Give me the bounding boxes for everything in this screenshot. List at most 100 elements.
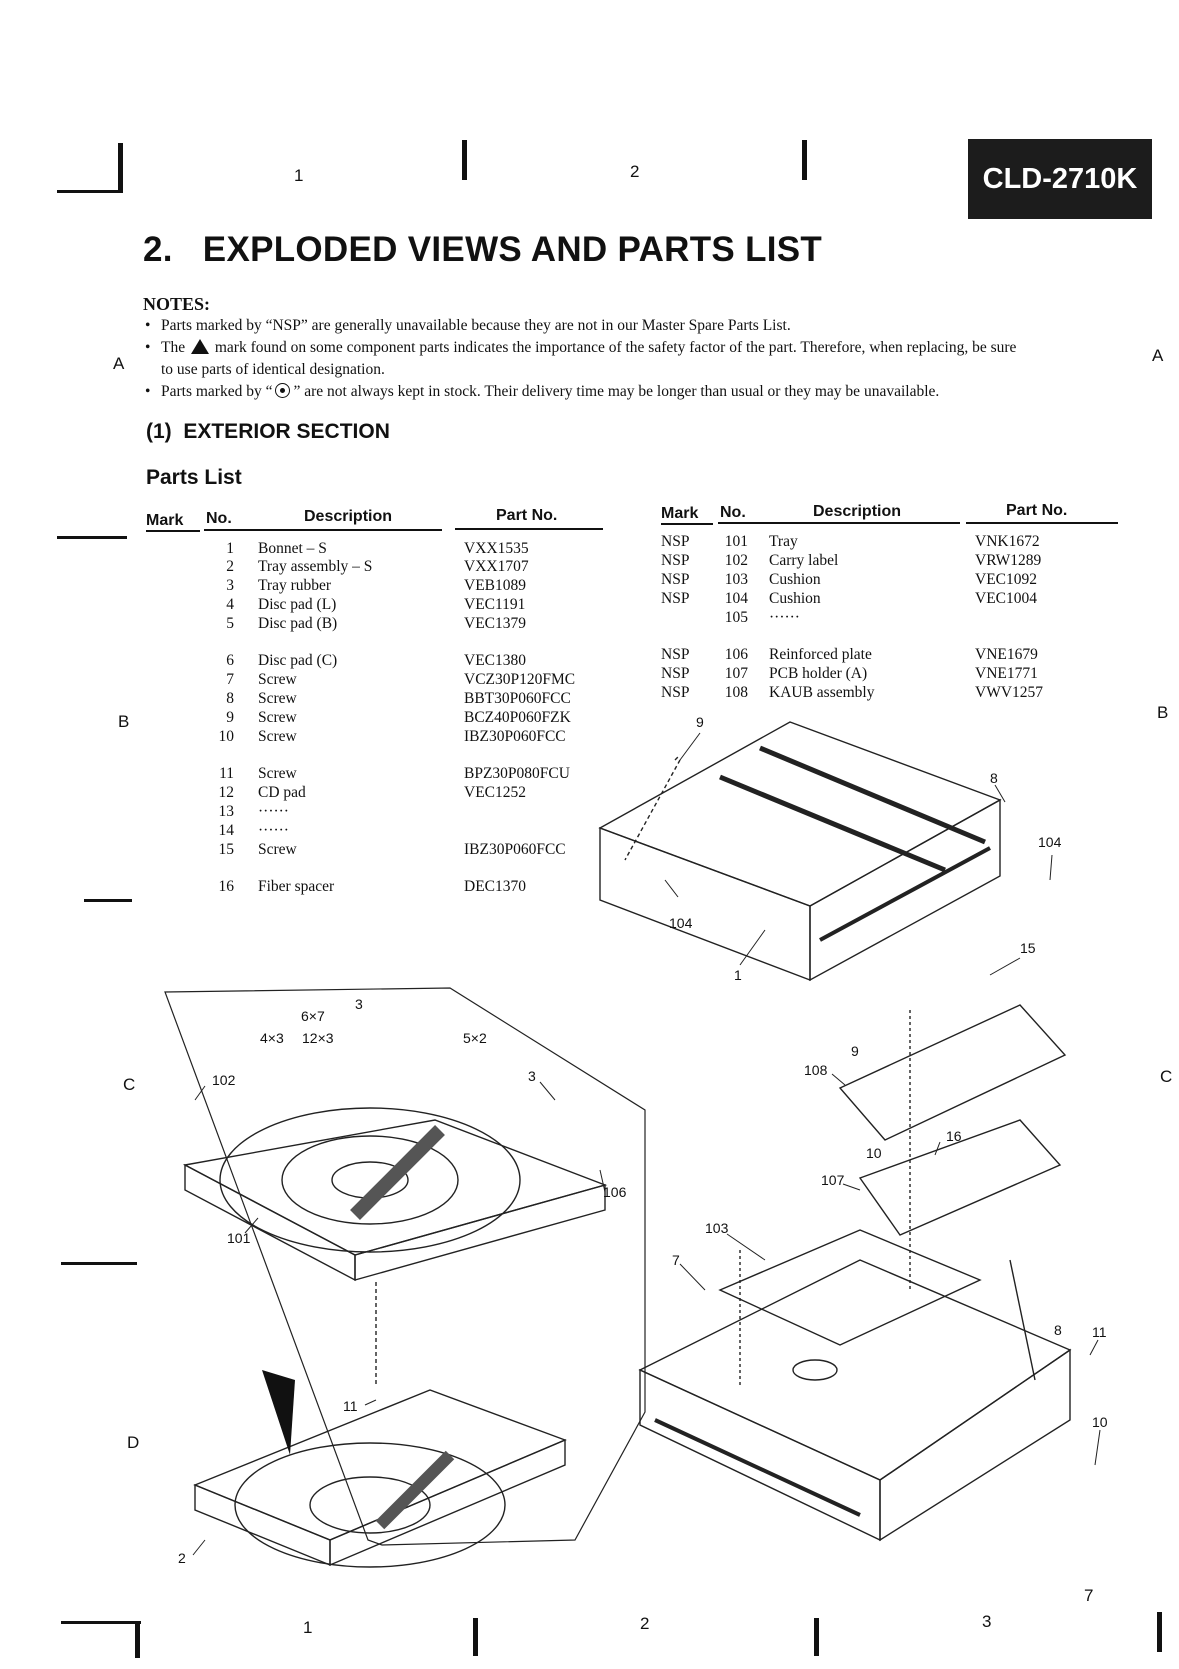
part-number: 102 [724, 552, 748, 569]
part-description: KAUB assembly [769, 684, 875, 701]
note-item: Parts marked by “NSP” are generally unav… [143, 315, 1133, 337]
part-description: Screw [258, 671, 297, 688]
grid-row-a: A [1152, 346, 1164, 365]
warning-triangle-icon [190, 339, 209, 354]
callout-12x3: 12×3 [302, 1030, 334, 1046]
callout-2: 2 [178, 1550, 186, 1566]
part-number: 104 [724, 590, 748, 607]
header-part-no: Part No. [1006, 502, 1068, 519]
bonnet-drawing [598, 721, 1002, 982]
part-mark: NSP [661, 684, 690, 701]
part-number: 4 [226, 596, 234, 613]
callout-1: 1 [734, 967, 742, 983]
parts-list-heading: Parts List [146, 466, 242, 489]
grid-row-b: B [1157, 703, 1169, 722]
part-mark: NSP [661, 646, 690, 663]
registration-mark [118, 143, 123, 193]
callout-10: 10 [1092, 1414, 1108, 1430]
part-number: 6 [226, 652, 234, 669]
column-number-2: 2 [630, 162, 640, 181]
notes-block: NOTES: Parts marked by “NSP” are general… [143, 293, 1133, 403]
callout-16: 16 [946, 1128, 962, 1144]
part-number: 2 [226, 558, 234, 575]
part-description: Tray assembly – S [258, 558, 373, 575]
part-description: ······ [769, 609, 800, 626]
part-description: Reinforced plate [769, 646, 872, 663]
part-description: Cushion [769, 590, 821, 607]
tray-assembly-drawing [193, 1282, 567, 1568]
part-number: 10 [218, 728, 235, 745]
callout-5x2: 5×2 [463, 1030, 487, 1046]
callout-11: 11 [1092, 1324, 1107, 1340]
registration-mark [61, 1621, 141, 1624]
table-rule [718, 522, 960, 524]
chassis-drawing [638, 1229, 1072, 1542]
grid-row-c: C [123, 1075, 136, 1094]
part-code: VEC1379 [464, 615, 526, 632]
grid-tick [61, 1262, 137, 1265]
part-description: Screw [258, 841, 297, 858]
callout-10: 10 [866, 1145, 882, 1161]
column-divider [473, 1618, 478, 1656]
part-number: 101 [724, 533, 748, 550]
part-mark: NSP [661, 665, 690, 682]
part-description: Bonnet – S [258, 540, 327, 557]
callout-104: 104 [669, 915, 693, 931]
column-divider [814, 1618, 819, 1656]
part-code: VEC1092 [975, 571, 1037, 588]
part-code: VEB1089 [464, 577, 526, 594]
header-no: No. [720, 504, 746, 521]
part-mark: NSP [661, 571, 690, 588]
part-number: 16 [218, 878, 235, 895]
part-number: 12 [218, 784, 235, 801]
column-divider [462, 140, 467, 180]
callout-7: 7 [672, 1252, 680, 1268]
leader-lines [192, 732, 1101, 1556]
section-heading: (1) EXTERIOR SECTION [146, 420, 390, 443]
part-number: 8 [226, 690, 234, 707]
grid-tick [84, 899, 132, 902]
header-part-no: Part No. [496, 507, 558, 524]
part-description: Tray rubber [258, 577, 332, 594]
note-continuation: to use parts of identical designation. [161, 361, 385, 378]
part-number: 15 [218, 841, 235, 858]
part-number: 103 [724, 571, 748, 588]
column-number-1: 1 [303, 1618, 313, 1637]
part-code: IBZ30P060FCC [464, 841, 566, 858]
header-description: Description [304, 508, 393, 525]
part-description: Fiber spacer [258, 878, 335, 895]
registration-mark [57, 190, 123, 193]
part-description: Disc pad (L) [258, 596, 337, 613]
header-no: No. [206, 510, 232, 527]
callout-6x7: 6×7 [301, 1008, 325, 1024]
header-mark: Mark [661, 505, 699, 522]
part-mark: NSP [661, 590, 690, 607]
part-description: Disc pad (B) [258, 615, 338, 632]
pointer-triangle [262, 1370, 295, 1455]
part-code: VXX1707 [464, 558, 529, 575]
callout-101: 101 [227, 1230, 251, 1246]
part-code: VNE1679 [975, 646, 1038, 663]
grid-row-a: A [113, 354, 125, 373]
part-number: 105 [724, 609, 748, 626]
page-title: 2.EXPLODED VIEWS AND PARTS LIST [143, 230, 822, 270]
pcb-boards-drawing [838, 1004, 1067, 1290]
table-rule [204, 529, 442, 531]
part-code: VNK1672 [975, 533, 1040, 550]
callout-103: 103 [705, 1220, 729, 1236]
callout-107: 107 [821, 1172, 845, 1188]
part-code: VNE1771 [975, 665, 1038, 682]
grid-tick [57, 536, 127, 539]
part-number: 106 [724, 646, 748, 663]
part-description: ······ [258, 803, 289, 820]
part-description: PCB holder (A) [769, 665, 868, 682]
column-number-3: 3 [982, 1612, 992, 1631]
title-number: 2. [143, 230, 173, 269]
callout-3: 3 [528, 1068, 536, 1084]
part-mark: NSP [661, 533, 690, 550]
callout-9: 9 [851, 1043, 859, 1059]
part-description: CD pad [258, 784, 306, 801]
part-description: Cushion [769, 571, 821, 588]
tray-detail-drawing [164, 987, 646, 1546]
